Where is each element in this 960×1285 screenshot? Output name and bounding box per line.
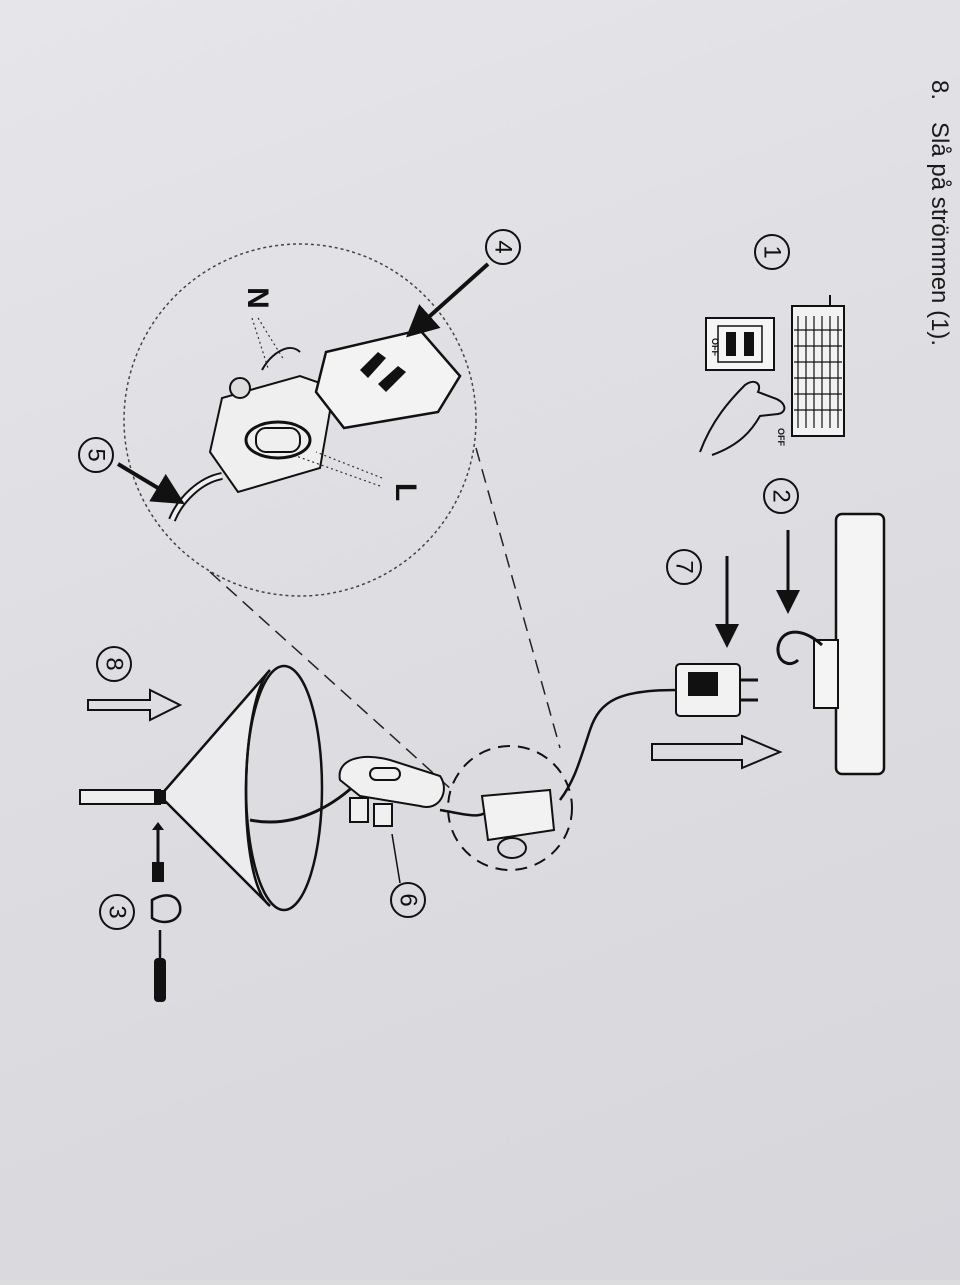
callout-8: 8	[96, 646, 132, 682]
svg-text:L: L	[389, 483, 422, 501]
breaker-panel-illustration: OFF OFF	[699, 295, 845, 456]
callout-7: 7	[666, 549, 739, 648]
switch-off-label: OFF	[710, 338, 720, 356]
lamp-shade-illustration	[79, 664, 362, 912]
svg-text:4: 4	[490, 240, 517, 253]
svg-text:7: 7	[671, 560, 698, 573]
svg-text:N: N	[241, 287, 274, 309]
callout-2: 2	[763, 478, 800, 614]
callout-3: 3	[99, 894, 135, 930]
svg-text:2: 2	[768, 489, 795, 502]
detail-magnifier-circle	[123, 243, 477, 597]
svg-text:6: 6	[395, 893, 422, 906]
screwdriver-illustration	[150, 822, 182, 1002]
ceiling-plate-illustration	[776, 512, 886, 776]
detail-source-circle	[447, 745, 573, 871]
step-instruction: 8. Slå på strömmen (1).	[926, 80, 953, 346]
callout-6: 6	[390, 833, 426, 918]
direction-arrow-down	[87, 688, 183, 722]
plug-connector-illustration	[675, 663, 758, 717]
step-number: 8.	[926, 80, 953, 100]
callout-4: 4	[406, 229, 521, 338]
connector-box-illustration	[480, 788, 556, 859]
live-wire-label: L	[295, 451, 422, 501]
svg-text:5: 5	[83, 448, 110, 461]
direction-arrow-right	[651, 734, 783, 770]
callout-5: 5	[78, 437, 185, 505]
zoom-guide-lines	[209, 447, 561, 791]
svg-text:1: 1	[759, 245, 786, 258]
callout-1: 1	[754, 234, 790, 270]
neutral-wire-label: N	[241, 287, 285, 369]
svg-text:3: 3	[104, 905, 131, 918]
power-cable	[558, 688, 677, 801]
breaker-off-label: OFF	[776, 428, 786, 446]
svg-text:8: 8	[101, 657, 128, 670]
step-text: Slå på strömmen (1).	[926, 122, 953, 346]
mounting-bracket-illustration	[338, 755, 493, 827]
